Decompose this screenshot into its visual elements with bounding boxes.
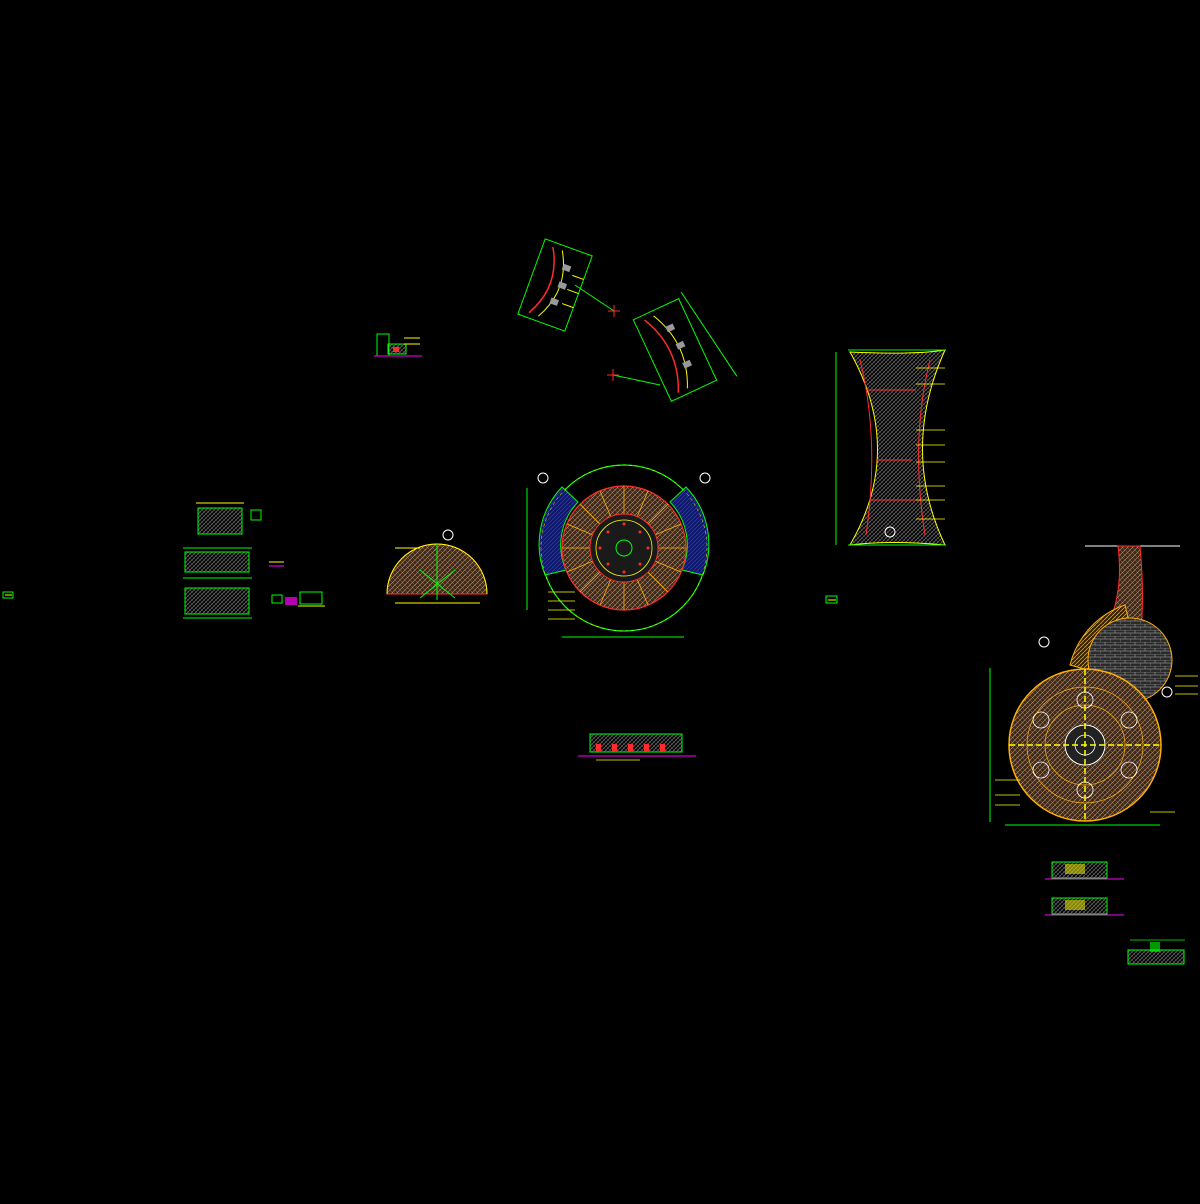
circular-plaza-plan[interactable] — [526, 464, 711, 638]
tree-pool-plan[interactable] — [989, 545, 1198, 826]
tree-pool-section-3 — [1127, 939, 1185, 965]
small-section-detail[interactable] — [374, 333, 422, 357]
tiny-mark-left — [2, 591, 14, 599]
bench-arc-detail-right[interactable] — [607, 286, 738, 406]
quarter-circle-plan[interactable] — [386, 529, 488, 604]
tree-pool-sections[interactable] — [1045, 861, 1185, 965]
linear-section[interactable] — [578, 733, 696, 761]
tree-pool-section-1 — [1045, 861, 1124, 880]
hourglass-paving-plan[interactable] — [835, 349, 946, 546]
tree-pool-section-2 — [1045, 897, 1124, 916]
bench-arc-detail-left[interactable] — [517, 238, 620, 332]
paving-panel-details[interactable] — [183, 502, 325, 619]
tiny-mark-right — [825, 595, 838, 604]
